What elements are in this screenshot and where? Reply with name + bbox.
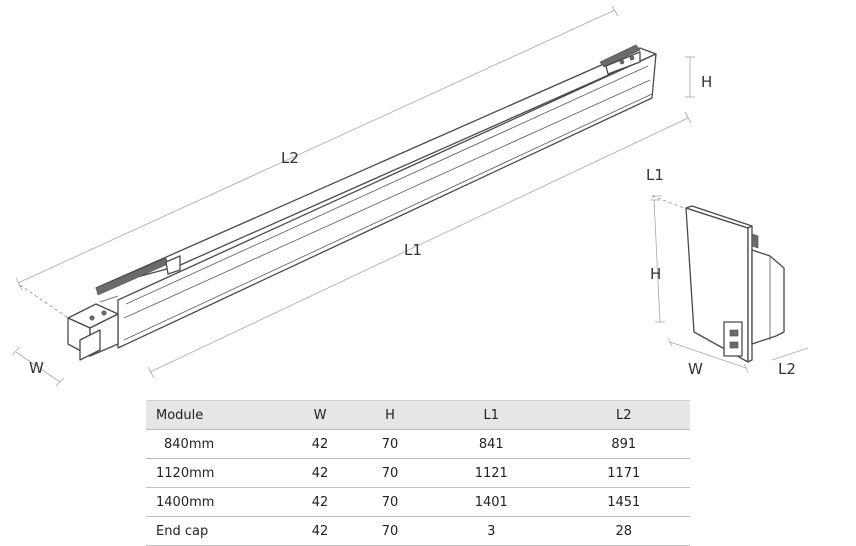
header-l1: L1 [425, 400, 558, 430]
h-label: H [701, 73, 712, 91]
cell-h: 70 [355, 516, 426, 546]
cell-w: 42 [285, 487, 356, 517]
l2-dimension-line [17, 9, 616, 284]
cell-l2: 891 [557, 429, 690, 459]
cell-l1: 1121 [425, 458, 558, 488]
cell-h: 70 [355, 487, 426, 517]
cap-w-label: W [688, 360, 703, 378]
table-row: 1400mm 42 70 1401 1451 [146, 487, 690, 517]
header-h: H [355, 400, 426, 430]
w-dimension-line [15, 351, 61, 383]
cap-w-dimension-line [669, 341, 747, 369]
end-cap [650, 195, 809, 373]
cell-w: 42 [285, 458, 356, 488]
table-row: End cap 42 70 3 28 [146, 516, 690, 546]
header-w: W [285, 400, 356, 430]
l1-dimension-line [149, 117, 689, 373]
w-label: W [29, 359, 44, 377]
cell-module: 840mm [146, 429, 285, 459]
l2-label: L2 [281, 149, 299, 167]
table-row: 840mm 42 70 841 891 [146, 429, 690, 459]
luminaire-profile [11, 5, 695, 387]
cell-l1: 3 [425, 516, 558, 546]
l1-label: L1 [404, 241, 422, 259]
cap-h-label: H [650, 265, 661, 283]
cell-module: 1400mm [146, 487, 285, 517]
cell-module: 1120mm [146, 458, 285, 488]
table-row: 1120mm 42 70 1121 1171 [146, 458, 690, 488]
cap-l2-dimension-line [771, 347, 809, 361]
cap-l1-label: L1 [646, 166, 664, 184]
cap-l2-label: L2 [778, 360, 796, 378]
cell-module: End cap [146, 516, 285, 546]
cell-l2: 1451 [557, 487, 690, 517]
cell-w: 42 [285, 429, 356, 459]
header-l2: L2 [557, 400, 690, 430]
cell-l1: 1401 [425, 487, 558, 517]
cap-h-dimension-line [653, 199, 661, 323]
cell-h: 70 [355, 429, 426, 459]
table-header-row: Module W H L1 L2 [146, 400, 690, 430]
cell-l2: 28 [557, 516, 690, 546]
dimensions-table: Module W H L1 L2 840mm 42 70 841 891 112… [146, 400, 690, 546]
cell-h: 70 [355, 458, 426, 488]
header-module: Module [146, 400, 285, 430]
cell-l1: 841 [425, 429, 558, 459]
cell-w: 42 [285, 516, 356, 546]
cell-l2: 1171 [557, 458, 690, 488]
